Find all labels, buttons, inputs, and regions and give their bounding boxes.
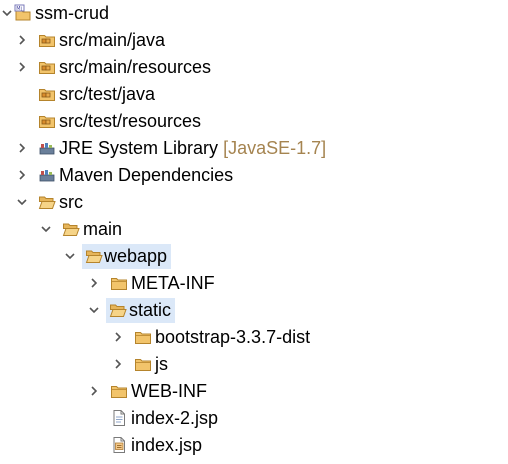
tree-item-label: src/test/java: [59, 84, 156, 104]
chevron-right-icon[interactable]: [15, 168, 29, 182]
tree-item-label: Maven Dependencies: [59, 165, 234, 185]
tree-item-src-main-resources[interactable]: src/main/resources: [0, 54, 508, 81]
tree-item-label: index-2.jsp: [131, 408, 219, 428]
chevron-right-icon[interactable]: [15, 60, 29, 74]
tree-item-webapp[interactable]: webapp: [0, 243, 508, 270]
folder-icon: [110, 382, 128, 400]
tree-item-label: src: [59, 192, 83, 212]
chevron-right-icon[interactable]: [111, 357, 125, 371]
folder-icon: [134, 328, 152, 346]
chevron-right-icon[interactable]: [87, 384, 101, 398]
package-folder-icon: [38, 58, 56, 76]
tree-item-bootstrap-dist[interactable]: bootstrap-3.3.7-dist: [0, 324, 508, 351]
tree-item-label: index.jsp: [131, 435, 203, 455]
folder-open-icon: [62, 220, 80, 238]
tree-item-maven-dependencies[interactable]: Maven Dependencies: [0, 162, 508, 189]
tree-item-index-jsp[interactable]: index.jsp: [0, 432, 508, 459]
folder-open-icon: [38, 193, 56, 211]
chevron-down-icon[interactable]: [39, 222, 53, 236]
tree-item-label: main: [83, 219, 123, 239]
folder-icon: [110, 274, 128, 292]
tree-item-label: src/test/resources: [59, 111, 202, 131]
chevron-right-icon[interactable]: [111, 330, 125, 344]
package-folder-icon: [38, 112, 56, 130]
tree-item-index-2-jsp[interactable]: index-2.jsp: [0, 405, 508, 432]
chevron-down-icon[interactable]: [0, 6, 14, 20]
tree-item-label: META-INF: [131, 273, 215, 293]
tree-item-label: WEB-INF: [131, 381, 207, 401]
jsp-file-icon: [110, 436, 128, 454]
tree-item-jre-system-library[interactable]: JRE System Library [JavaSE-1.7]: [0, 135, 508, 162]
tree-item-js[interactable]: js: [0, 351, 508, 378]
chevron-down-icon[interactable]: [15, 195, 29, 209]
tree-item-label: js: [155, 354, 168, 374]
tree-item-main[interactable]: main: [0, 216, 508, 243]
tree-item-label-text: JRE System Library: [59, 138, 219, 158]
tree-item-label: src/main/resources: [59, 57, 212, 77]
svg-text:J: J: [20, 6, 22, 11]
project-name: ssm-crud: [35, 3, 110, 23]
tree-item-meta-inf[interactable]: META-INF: [0, 270, 508, 297]
jsp-file-icon: [110, 409, 128, 427]
tree-item-label: src/main/java: [59, 30, 166, 50]
tree-item-label: bootstrap-3.3.7-dist: [155, 327, 311, 347]
tree-item-web-inf[interactable]: WEB-INF: [0, 378, 508, 405]
tree-item-src-main-java[interactable]: src/main/java: [0, 27, 508, 54]
folder-open-icon: [109, 301, 127, 319]
chevron-down-icon[interactable]: [87, 303, 101, 317]
folder-open-icon: [85, 247, 103, 265]
library-icon: [38, 139, 56, 157]
tree-item-project[interactable]: M J ssm-crud: [0, 0, 508, 27]
tree-item-src[interactable]: src: [0, 189, 508, 216]
package-folder-icon: [38, 85, 56, 103]
tree-item-src-test-java[interactable]: src/test/java: [0, 81, 508, 108]
maven-project-icon: M J: [14, 4, 32, 22]
chevron-right-icon[interactable]: [87, 276, 101, 290]
tree-item-static[interactable]: static: [0, 297, 508, 324]
chevron-right-icon[interactable]: [15, 33, 29, 47]
svg-text:M: M: [16, 6, 20, 12]
chevron-down-icon[interactable]: [63, 249, 77, 263]
jre-version-decoration: [JavaSE-1.7]: [223, 138, 327, 158]
chevron-right-icon[interactable]: [15, 141, 29, 155]
folder-icon: [134, 355, 152, 373]
tree-item-label: JRE System Library [JavaSE-1.7]: [57, 136, 328, 161]
package-folder-icon: [38, 31, 56, 49]
tree-item-src-test-resources[interactable]: src/test/resources: [0, 108, 508, 135]
library-icon: [38, 166, 56, 184]
